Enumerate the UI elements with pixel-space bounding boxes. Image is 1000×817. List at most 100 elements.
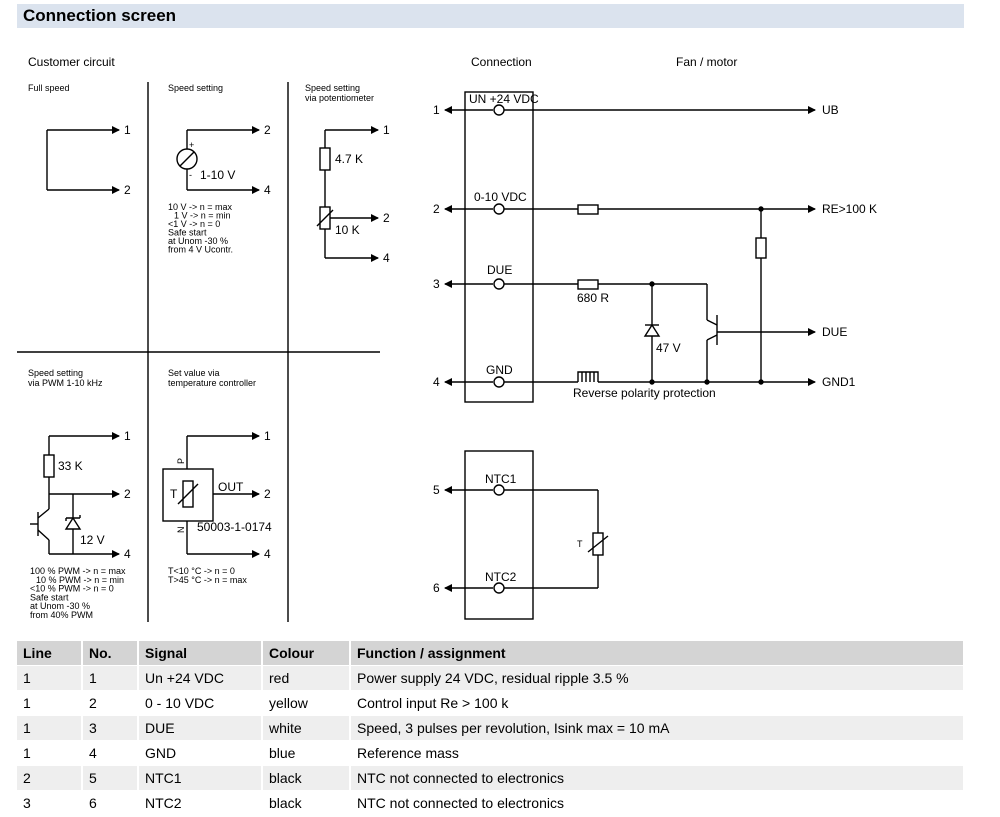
terminal-label: 4 <box>264 547 271 561</box>
pin-number: 1 <box>433 103 440 117</box>
thermistor-symbol: T <box>170 487 178 501</box>
note-line: 10 % PWM -> n = min <box>36 575 124 585</box>
table-cell: red <box>262 665 351 691</box>
table-cell: 6 <box>82 790 139 816</box>
pin-number: 4 <box>433 375 440 389</box>
pin-assignment-table: Line No. Signal Colour Function / assign… <box>17 641 965 816</box>
pin-label: NTC2 <box>485 570 517 584</box>
zener-value: 12 V <box>80 533 105 547</box>
pin-label: GND <box>486 363 513 377</box>
terminal-label: 2 <box>264 123 271 137</box>
table-cell: 1 <box>17 665 83 691</box>
column-header: Function / assignment <box>350 641 965 666</box>
terminal-label: 2 <box>383 211 390 225</box>
page-title: Connection screen <box>23 6 177 25</box>
table-cell: GND <box>138 740 263 766</box>
table-cell: black <box>262 765 351 791</box>
table-cell: 0 - 10 VDC <box>138 690 263 716</box>
table-cell: Reference mass <box>350 740 965 766</box>
pwm-label-2: via PWM 1-10 kHz <box>28 378 103 388</box>
table-cell: NTC not connected to electronics <box>350 790 965 816</box>
column-header: Colour <box>262 641 351 666</box>
table-cell: 1 <box>17 715 83 741</box>
part-number: 50003-1-0174 <box>197 520 272 534</box>
table-cell: white <box>262 715 351 741</box>
connection-diagram: Customer circuit Full speed 1 2 Speed se… <box>17 55 877 622</box>
note-line: T>45 °C -> n = max <box>168 575 247 585</box>
zener-value: 47 V <box>656 341 681 355</box>
pin-number: 2 <box>433 202 440 216</box>
table-cell: 2 <box>17 765 83 791</box>
table-cell: blue <box>262 740 351 766</box>
terminal-label: 2 <box>264 487 271 501</box>
table-cell: Control input Re > 100 k <box>350 690 965 716</box>
reverse-polarity-label: Reverse polarity protection <box>573 386 716 400</box>
note-line: from 40% PWM <box>30 610 93 620</box>
column-header: Line <box>17 641 83 666</box>
note-line: <10 % PWM -> n = 0 <box>30 584 114 594</box>
table-cell: 5 <box>82 765 139 791</box>
note-line: at Unom -30 % <box>168 236 228 246</box>
connection-heading: Connection <box>471 55 532 69</box>
note-line: 100 % PWM -> n = max <box>30 566 126 576</box>
pin-number: 5 <box>433 483 440 497</box>
note-line: <1 V -> n = 0 <box>168 219 220 229</box>
output-label: GND1 <box>822 375 856 389</box>
source-voltage: 1-10 V <box>200 168 235 182</box>
terminal-label: 4 <box>264 183 271 197</box>
fan-motor-heading: Fan / motor <box>676 55 737 69</box>
terminal-label: 1 <box>383 123 390 137</box>
terminal-label: 2 <box>124 487 131 501</box>
terminal-label: 1 <box>124 429 131 443</box>
table-cell: 3 <box>17 790 83 816</box>
note-line: T<10 °C -> n = 0 <box>168 566 235 576</box>
table-cell: 1 <box>82 665 139 691</box>
speed-setting-label: Speed setting <box>168 83 223 93</box>
table-cell: NTC2 <box>138 790 263 816</box>
note-line: 10 V -> n = max <box>168 202 233 212</box>
pin-number: 3 <box>433 277 440 291</box>
terminal-label: 1 <box>264 429 271 443</box>
terminal-label: 2 <box>124 183 131 197</box>
p-label: P <box>176 458 186 464</box>
resistor-value: 33 K <box>58 459 83 473</box>
n-label: N <box>176 527 186 534</box>
pin-label: 0-10 VDC <box>474 190 527 204</box>
table-cell: black <box>262 790 351 816</box>
table-cell: Power supply 24 VDC, residual ripple 3.5… <box>350 665 965 691</box>
pot-value: 10 K <box>335 223 360 237</box>
table-cell: Un +24 VDC <box>138 665 263 691</box>
temp-notes: T<10 °C -> n = 0T>45 °C -> n = max <box>168 566 247 585</box>
full-speed-label: Full speed <box>28 83 70 93</box>
pin-label: DUE <box>487 263 512 277</box>
note-line: 1 V -> n = min <box>174 211 231 221</box>
pwm-label-1: Speed setting <box>28 368 83 378</box>
table-header-row: Line No. Signal Colour Function / assign… <box>17 641 965 666</box>
thermistor-label: T <box>577 539 583 549</box>
resistor-value: 4.7 K <box>335 152 363 166</box>
pin-label: UN +24 VDC <box>469 92 539 106</box>
note-line: Safe start <box>30 592 69 602</box>
table-cell: NTC1 <box>138 765 263 791</box>
resistor-value: 680 R <box>577 291 609 305</box>
terminal-label: 4 <box>383 251 390 265</box>
table-cell: DUE <box>138 715 263 741</box>
table-cell: yellow <box>262 690 351 716</box>
table-cell: NTC not connected to electronics <box>350 765 965 791</box>
pot-label-1: Speed setting <box>305 83 360 93</box>
output-label: UB <box>822 103 839 117</box>
minus-sign: - <box>189 170 192 180</box>
note-line: Safe start <box>168 228 207 238</box>
plus-sign: + <box>189 140 194 150</box>
terminal-label: 1 <box>124 123 131 137</box>
pin-label: NTC1 <box>485 472 517 486</box>
customer-circuit-heading: Customer circuit <box>28 55 115 69</box>
column-header: Signal <box>138 641 263 666</box>
output-label: RE>100 K <box>822 202 877 216</box>
